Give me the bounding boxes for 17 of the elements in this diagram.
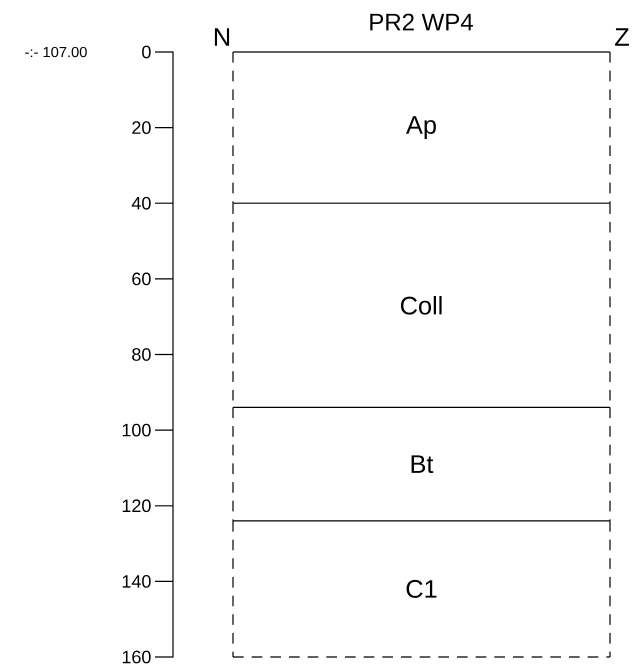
depth-tick-label: 20 [132, 121, 151, 134]
depth-tick-label: 140 [122, 575, 151, 588]
depth-tick-label: 60 [132, 272, 151, 286]
depth-tick-label: 40 [132, 196, 151, 210]
soil-layer: Coll [232, 202, 611, 408]
direction-label: Z [615, 28, 629, 46]
depth-tick-label: 160 [122, 650, 151, 664]
soil-layer: Ap [232, 51, 611, 204]
soil-layer: C1 [232, 520, 611, 658]
depth-tick-label: 80 [132, 348, 151, 361]
depth-tick-label: 100 [122, 424, 151, 436]
depth-tick-label: 120 [122, 499, 151, 512]
direction-label: N [214, 28, 230, 46]
title: PR2 WP4 [370, 14, 473, 30]
soil-layer: Bt [232, 406, 611, 521]
depth-tick-label: 0 [142, 46, 151, 58]
elevation-label: -:- 107.00 [25, 46, 87, 58]
